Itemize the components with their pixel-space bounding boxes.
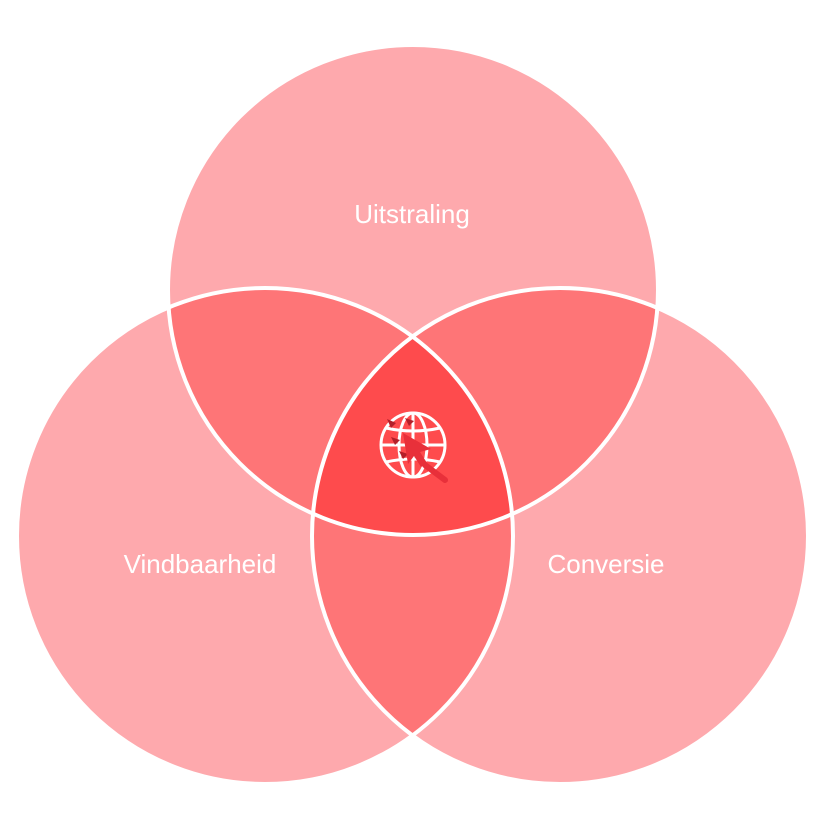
- outline-uitstraling: [166, 43, 660, 537]
- label-vindbaarheid: Vindbaarheid: [124, 549, 277, 579]
- globe-cursor-icon: [379, 411, 448, 483]
- overlap-all-three: [312, 288, 513, 535]
- outline-conversie: [310, 286, 810, 786]
- outline-vindbaarheid: [15, 286, 515, 786]
- label-uitstraling: Uitstraling: [354, 199, 470, 229]
- label-conversie: Conversie: [547, 549, 664, 579]
